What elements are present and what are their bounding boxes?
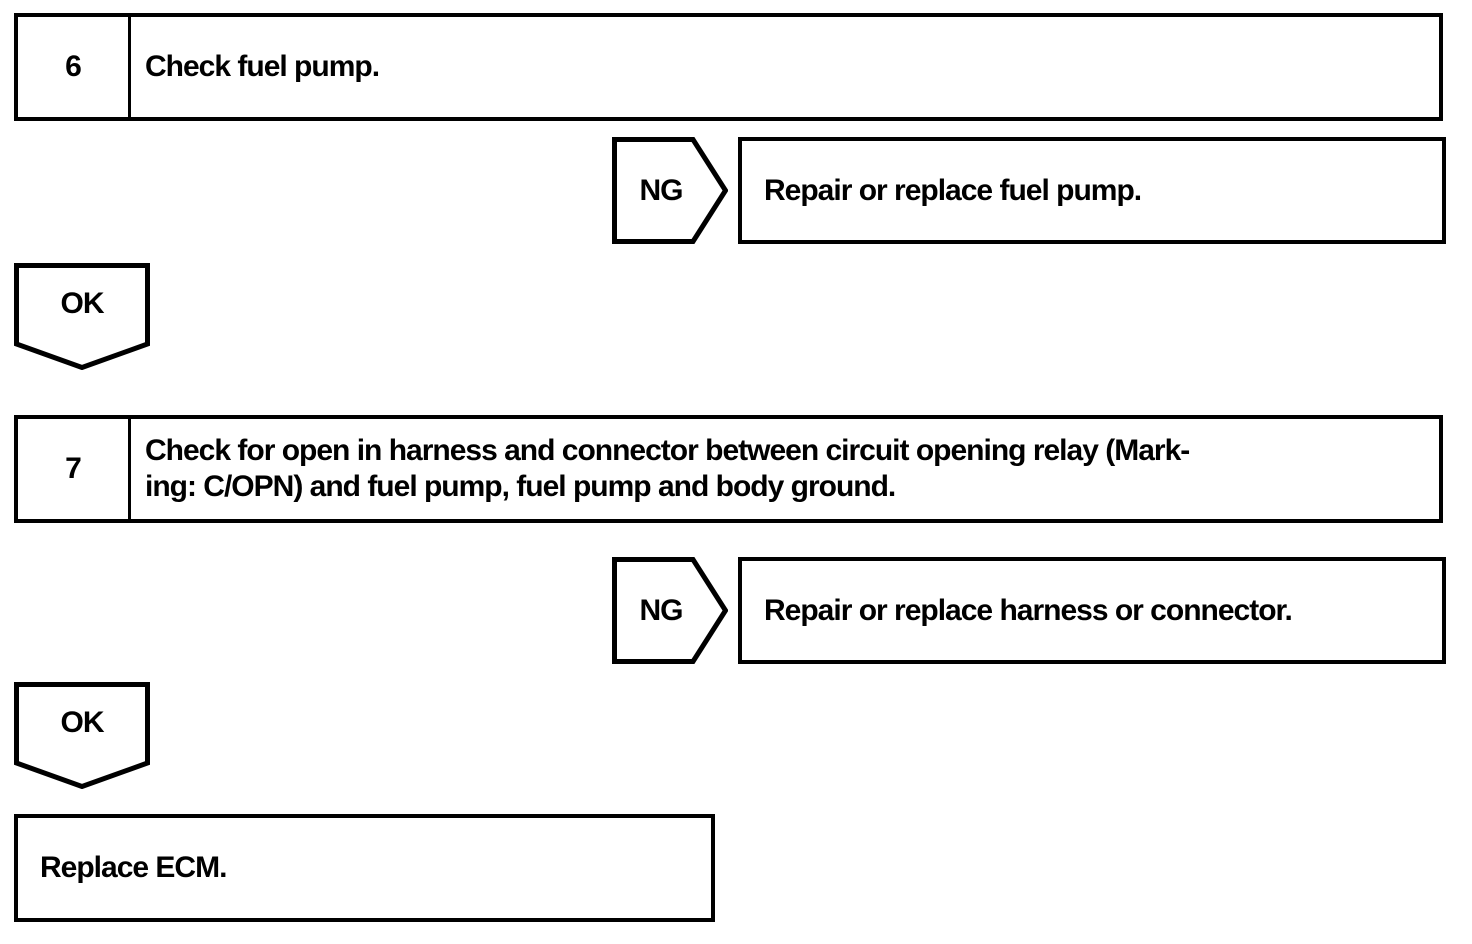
ok-label-1: OK bbox=[60, 287, 105, 320]
final-action-box: Replace ECM. bbox=[14, 814, 715, 922]
ok-connector-2: OK bbox=[14, 682, 150, 789]
ng-pentagon-icon bbox=[612, 137, 728, 244]
ok-label-2: OK bbox=[60, 706, 105, 739]
step-7-box: 7 Check for open in harness and connecto… bbox=[14, 415, 1443, 523]
ng-label-1: NG bbox=[639, 173, 684, 207]
ng-result-2-box: Repair or replace harness or connector. bbox=[738, 557, 1446, 664]
ng-pentagon-icon bbox=[612, 557, 728, 664]
step-7-instruction: Check for open in harness and connector … bbox=[145, 434, 1190, 503]
ok-pentagon-icon bbox=[14, 682, 150, 789]
ng-connector-1: NG bbox=[612, 137, 728, 244]
step-7-number: 7 bbox=[18, 419, 131, 519]
step-6-instruction: Check fuel pump. bbox=[145, 50, 380, 83]
step-6-box: 6 Check fuel pump. bbox=[14, 13, 1443, 121]
ng-label-2: NG bbox=[639, 593, 684, 627]
step-6-number: 6 bbox=[18, 17, 131, 117]
ok-pentagon-icon bbox=[14, 263, 150, 370]
ok-connector-1: OK bbox=[14, 263, 150, 370]
ng-result-1-box: Repair or replace fuel pump. bbox=[738, 137, 1446, 244]
ng-connector-2: NG bbox=[612, 557, 728, 664]
